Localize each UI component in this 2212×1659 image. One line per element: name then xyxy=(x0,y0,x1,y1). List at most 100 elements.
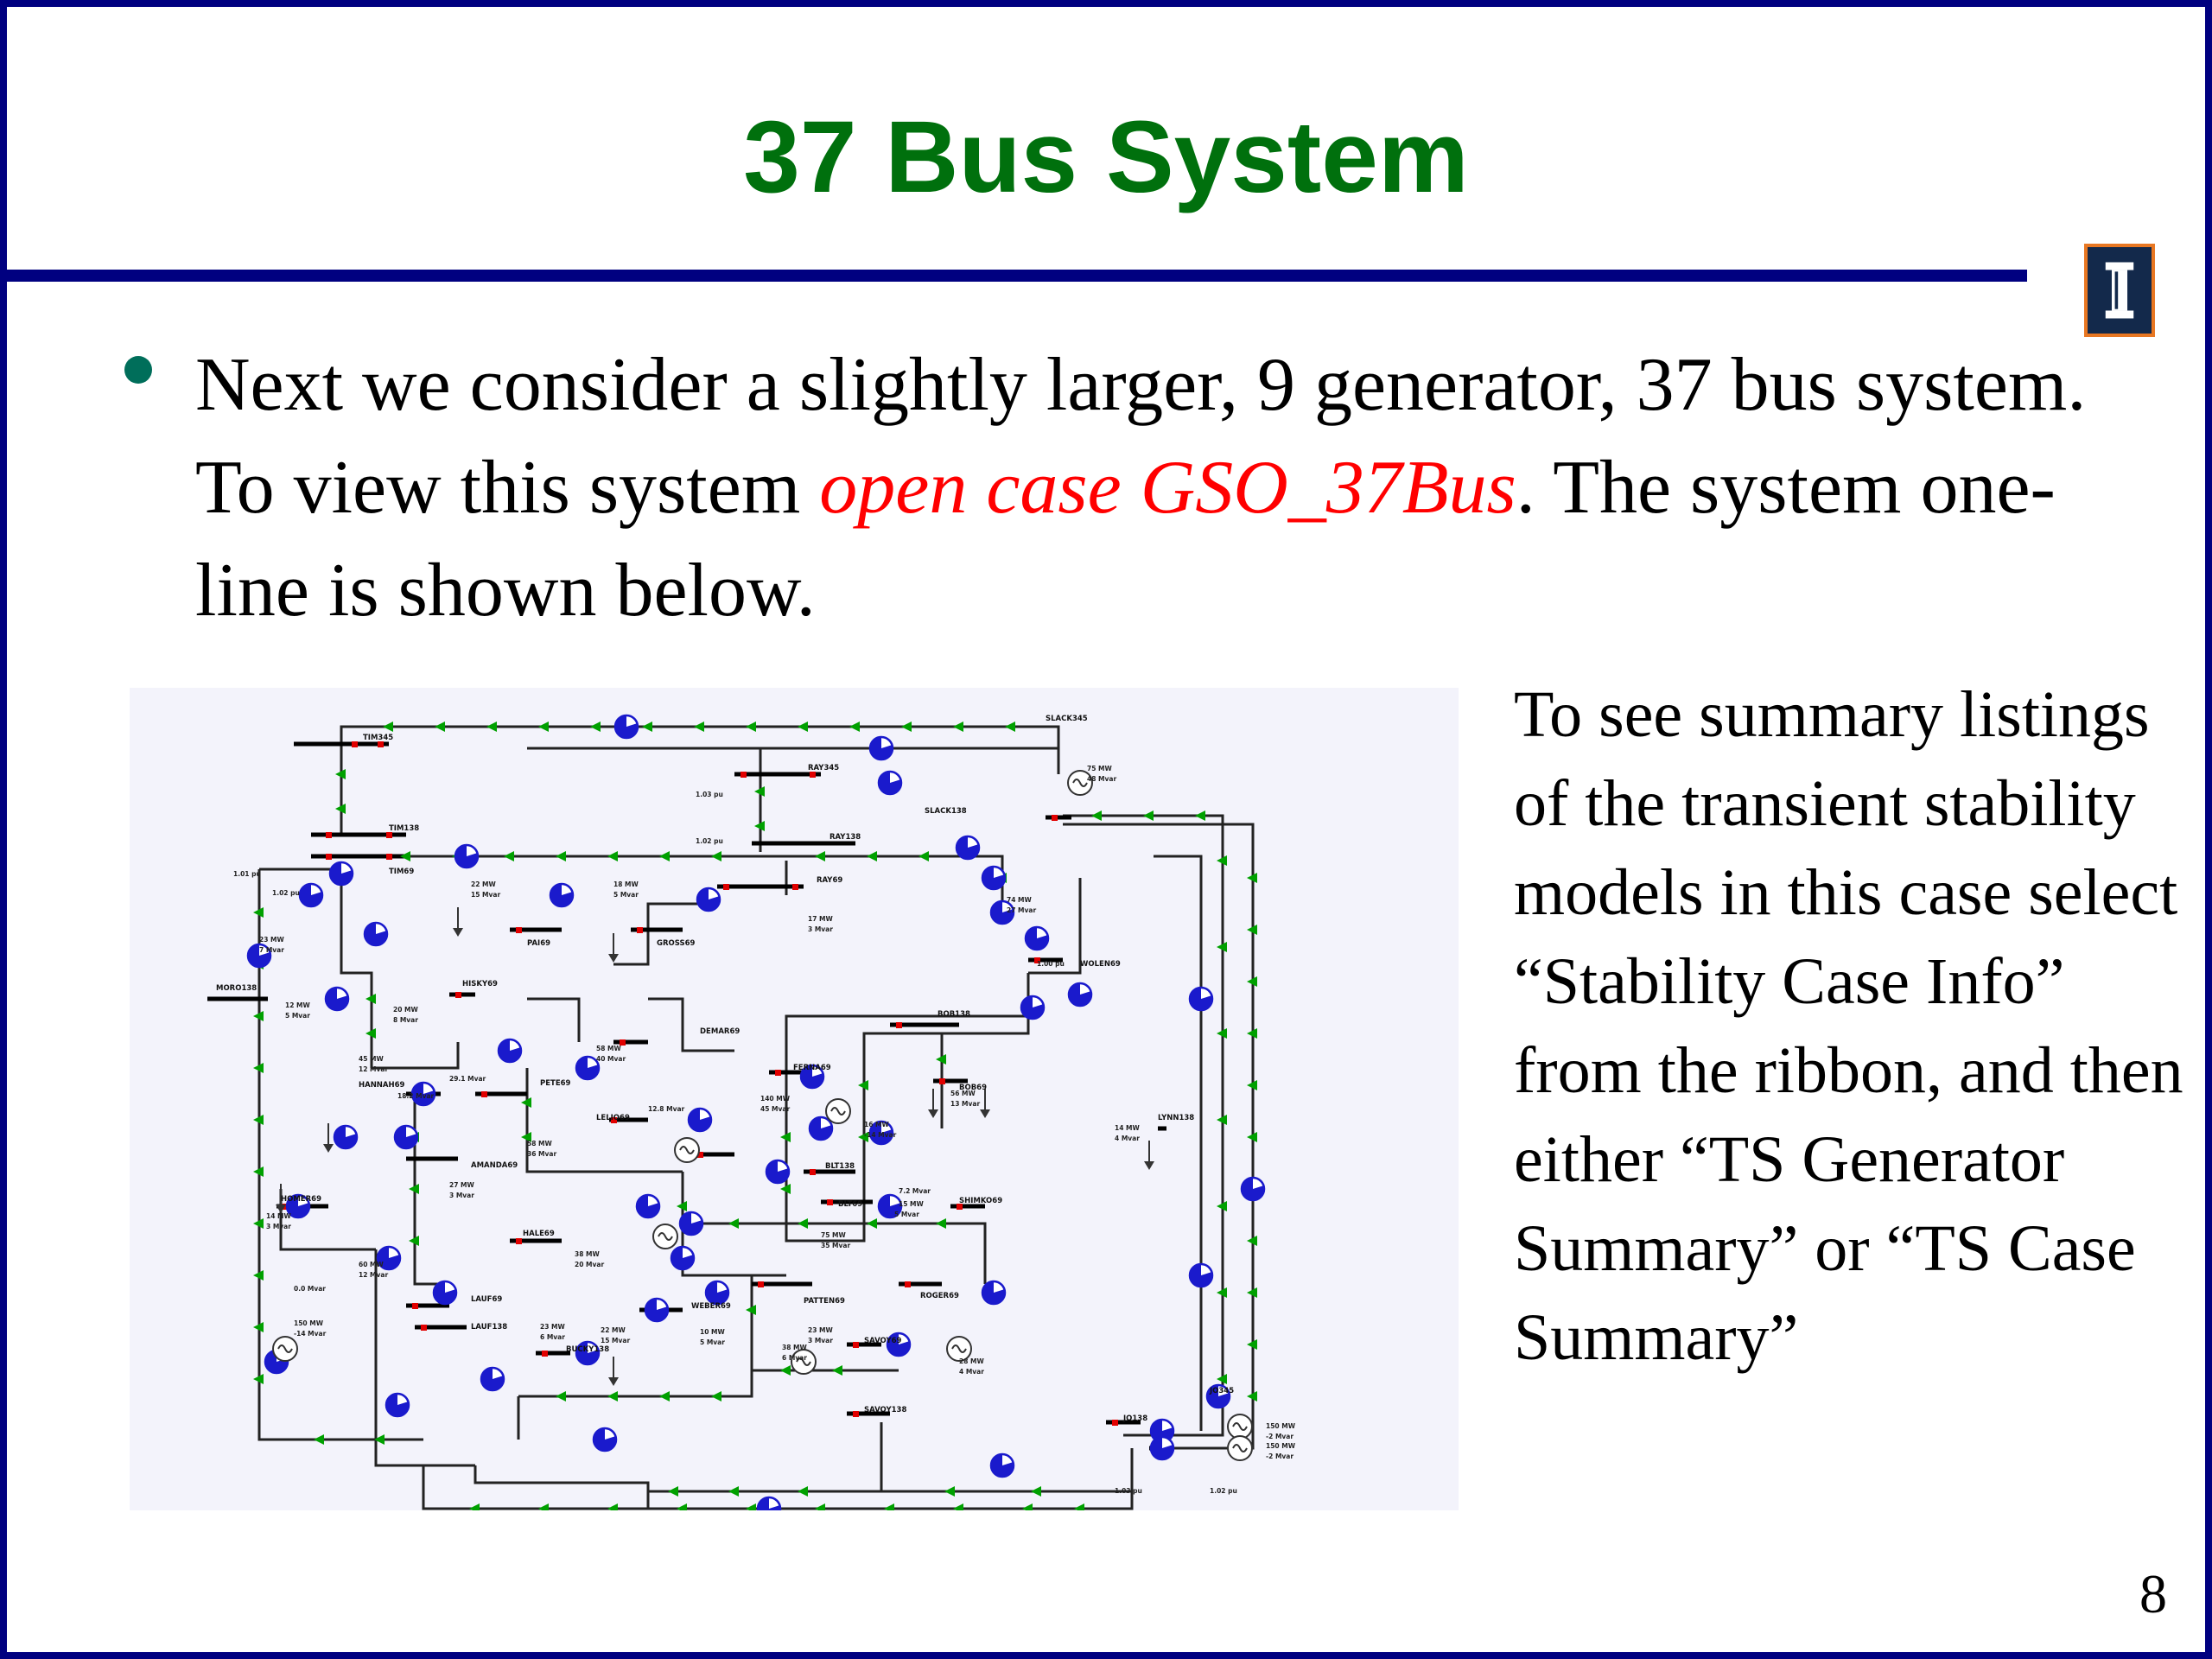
flow-arrow xyxy=(867,851,877,861)
flow-pie-fill xyxy=(480,1368,504,1390)
flow-pie-fill xyxy=(869,736,893,760)
flow-arrow xyxy=(314,1434,324,1445)
load-arrow-icon xyxy=(276,1205,286,1213)
flow-label: 58 MW xyxy=(596,1045,622,1052)
bus-label: TIM69 xyxy=(389,868,414,876)
flow-label: 12 Mvar xyxy=(359,1065,388,1073)
flow-pie-fill xyxy=(1241,1178,1264,1200)
flow-pie-fill xyxy=(264,1351,288,1373)
flow-pie-fill xyxy=(299,883,322,906)
flow-arrow xyxy=(538,1503,549,1510)
transmission-line xyxy=(1063,814,1224,1437)
flow-pie-fill xyxy=(766,1160,789,1183)
bus-label: RAY345 xyxy=(808,764,839,772)
breaker xyxy=(412,1303,418,1309)
generator-wave xyxy=(658,1232,673,1241)
breaker xyxy=(542,1351,548,1357)
flow-label: 48 Mvar xyxy=(1087,775,1116,783)
load-arrow-icon xyxy=(608,1377,619,1386)
flow-arrow xyxy=(798,1218,808,1229)
flow-arrow xyxy=(832,1365,842,1376)
flow-label: 15 MW xyxy=(899,1200,925,1208)
flow-arrow xyxy=(1247,1028,1257,1039)
flow-pie-fill xyxy=(247,944,270,967)
flow-label: 17 MW xyxy=(808,915,834,923)
flow-arrow xyxy=(253,1063,264,1073)
flow-label: 10 MW xyxy=(700,1328,726,1336)
transmission-line xyxy=(750,1275,899,1372)
breaker xyxy=(637,927,643,933)
bus-label: HOMER69 xyxy=(281,1195,321,1204)
page-number: 8 xyxy=(2139,1563,2167,1624)
flow-pie-fill xyxy=(394,1125,417,1148)
bus-label: RAY138 xyxy=(830,833,861,842)
flow-pie-fill xyxy=(329,861,353,885)
bullet-text-end: . The system one-line is shown below. xyxy=(195,446,2056,632)
breaker xyxy=(516,1238,522,1244)
flow-arrow xyxy=(746,721,756,732)
flow-arrow xyxy=(1217,1374,1227,1384)
flow-arrow xyxy=(1143,810,1154,821)
flow-label: 15 Mvar xyxy=(471,891,500,899)
breaker xyxy=(775,1070,781,1076)
bus-label: LYNN138 xyxy=(1158,1114,1194,1122)
flow-pie-fill xyxy=(334,1125,357,1148)
flow-label: 4 Mvar xyxy=(959,1368,984,1376)
bus-label: BUCKY138 xyxy=(566,1345,609,1354)
flow-arrow xyxy=(400,851,410,861)
flow-arrow xyxy=(1074,1503,1084,1510)
bus-label: PETE69 xyxy=(540,1079,571,1088)
flow-label: 12 Mvar xyxy=(359,1271,388,1279)
flow-label: 20 MW xyxy=(393,1006,419,1014)
flow-arrow xyxy=(521,1097,531,1108)
flow-label: 0.0 Mvar xyxy=(294,1285,326,1293)
bus-label: MORO138 xyxy=(216,984,257,993)
flow-pie-fill xyxy=(688,1108,711,1131)
flow-label: 38 MW xyxy=(575,1250,601,1258)
flow-label: 7 Mvar xyxy=(259,946,284,954)
flow-arrow xyxy=(918,851,929,861)
transmission-line xyxy=(613,902,700,966)
title-rule xyxy=(7,270,2027,282)
bus-label: BOB69 xyxy=(959,1084,987,1092)
flow-pie-fill xyxy=(433,1281,456,1304)
flow-pie-fill xyxy=(679,1212,702,1235)
flow-arrow xyxy=(1217,1028,1227,1039)
flow-label: 5 Mvar xyxy=(700,1338,725,1346)
generator-wave xyxy=(277,1344,293,1353)
breaker xyxy=(283,1204,289,1210)
bus-label: LAUF69 xyxy=(471,1295,502,1304)
flow-arrow xyxy=(335,769,346,779)
flow-arrow xyxy=(694,721,704,732)
flow-arrow xyxy=(435,721,445,732)
transmission-line xyxy=(527,997,581,1042)
flow-arrow xyxy=(1217,1201,1227,1211)
flow-arrow xyxy=(409,1236,419,1246)
flow-label: 140 MW xyxy=(760,1095,791,1103)
transmission-line xyxy=(648,997,734,1052)
flow-arrow xyxy=(253,1115,264,1125)
transmission-line xyxy=(1028,878,1082,975)
flow-label: 38 MW xyxy=(782,1344,808,1351)
transmission-line xyxy=(474,1465,650,1509)
flow-arrow xyxy=(1247,873,1257,883)
flow-label: 3 Mvar xyxy=(449,1192,474,1199)
flow-arrow xyxy=(521,1132,531,1142)
flow-arrow xyxy=(409,1184,419,1194)
flow-arrow xyxy=(1217,855,1227,866)
flow-label: 23 MW xyxy=(808,1326,834,1334)
flow-pie-fill xyxy=(593,1428,616,1451)
breaker xyxy=(827,1199,833,1205)
flow-label: 75 MW xyxy=(821,1231,847,1239)
flow-arrow xyxy=(1247,925,1257,935)
flow-pie-fill xyxy=(705,1281,728,1304)
flow-pie-fill xyxy=(982,1281,1005,1304)
breaker xyxy=(516,927,522,933)
flow-pie-fill xyxy=(550,883,573,906)
flow-arrow xyxy=(659,851,670,861)
flow-label: 18 MW xyxy=(613,880,639,888)
flow-label: 18.2 Mvar xyxy=(397,1092,435,1100)
bus-label: ROGER69 xyxy=(920,1292,959,1300)
breaker xyxy=(620,1039,626,1046)
flow-arrow xyxy=(253,1270,264,1281)
